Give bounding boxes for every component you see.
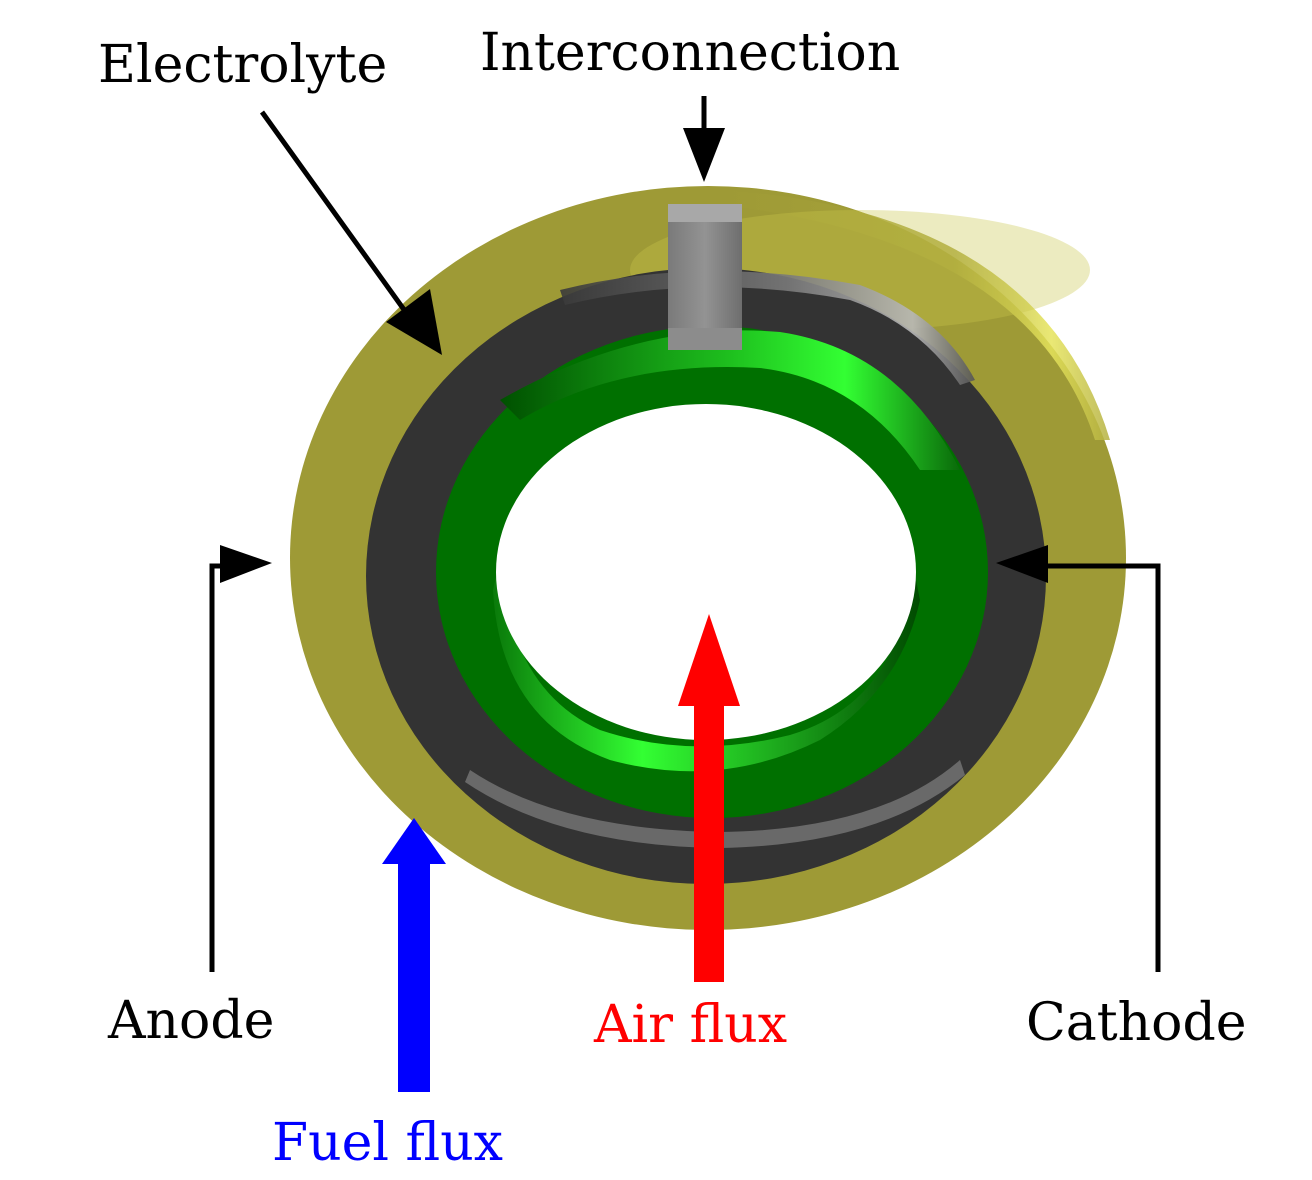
cathode-pointer bbox=[996, 545, 1161, 972]
interconnection-label: Interconnection bbox=[480, 23, 900, 83]
fuel-flux-label: Fuel flux bbox=[272, 1113, 503, 1173]
fuel-flux-arrow bbox=[382, 818, 446, 1092]
anode-pointer bbox=[209, 545, 272, 972]
air-flux-label: Air flux bbox=[593, 995, 787, 1055]
cathode-label: Cathode bbox=[1026, 993, 1247, 1053]
interconnection-pointer bbox=[683, 96, 725, 182]
air-flux-arrow bbox=[678, 614, 740, 982]
anode-label: Anode bbox=[107, 991, 274, 1051]
interconnection-block bbox=[668, 204, 742, 350]
electrolyte-pointer bbox=[259, 110, 442, 355]
electrolyte-label: Electrolyte bbox=[98, 35, 387, 95]
tube-bore bbox=[496, 404, 916, 740]
